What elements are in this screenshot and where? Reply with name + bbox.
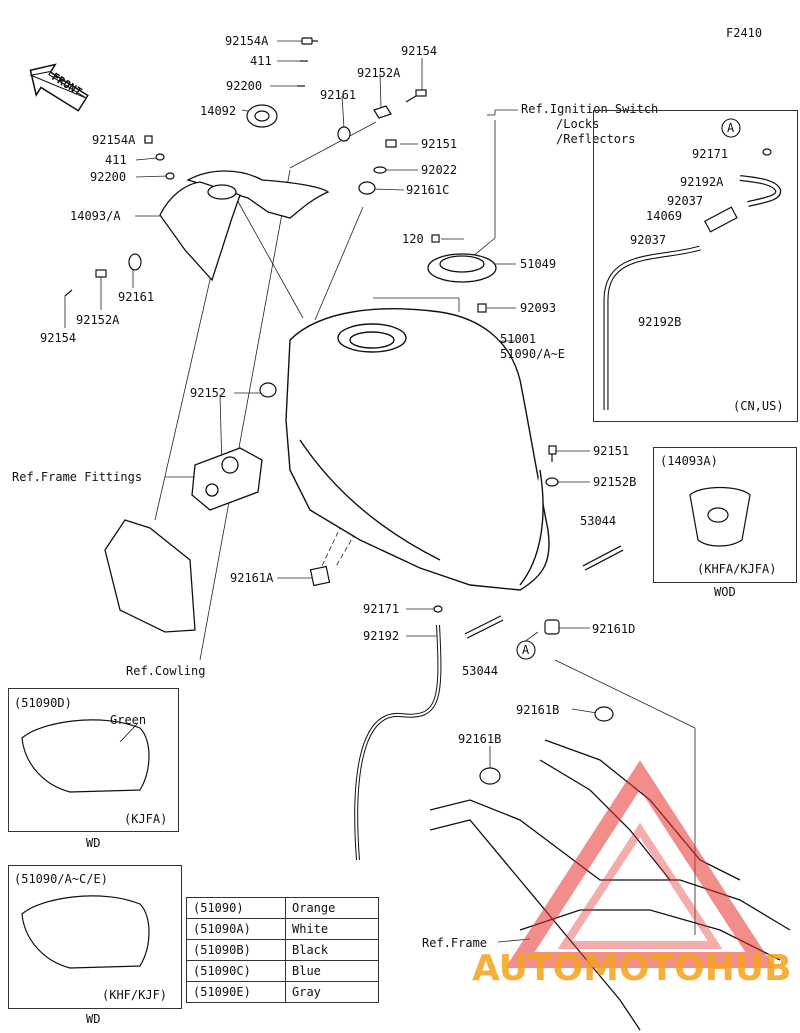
color-table-row: (51090B)Black [186, 939, 379, 961]
figure-code: F2410 [726, 26, 763, 40]
wod-model: (KHFA/KJFA) [697, 562, 777, 576]
part-92151-mid: 92151 [593, 444, 630, 458]
color-table-color: White [285, 918, 379, 940]
color-code-table: (51090)Orange(51090A)White(51090B)Black(… [186, 897, 379, 1003]
part-92154a-left: 92154A [92, 133, 136, 147]
hose-part-92037-b: 92037 [630, 233, 667, 247]
part-14093a: 14093/A [70, 209, 121, 223]
wd2-caption: WD [86, 1012, 101, 1026]
marker-a-main: A [522, 643, 530, 657]
part-92200-top: 92200 [226, 79, 263, 93]
color-table-row: (51090C)Blue [186, 960, 379, 982]
ref-ignition-switch: Ref.Ignition Switch [521, 102, 659, 116]
color-table-row: (51090)Orange [186, 897, 379, 919]
part-92151-top: 92151 [421, 137, 458, 151]
color-table-color: Orange [285, 897, 379, 919]
wd2-model: (KHF/KJF) [102, 988, 168, 1002]
tank-cover-outline [159, 170, 330, 282]
color-table-code: (51090C) [186, 960, 286, 982]
wd1-title: (51090D) [14, 696, 72, 710]
part-51049: 51049 [520, 257, 557, 271]
wd1-caption: WD [86, 836, 101, 850]
part-120: 120 [402, 232, 424, 246]
color-table-color: Gray [285, 981, 379, 1003]
part-92154a-top: 92154A [225, 34, 269, 48]
watermark-text: AUTOMOTOHUB [472, 948, 792, 989]
hose-part-92171: 92171 [692, 147, 729, 161]
part-92161d: 92161D [592, 622, 636, 636]
part-92161-top: 92161 [320, 88, 357, 102]
ref-cowling: Ref.Cowling [126, 664, 206, 678]
color-table-code: (51090) [186, 897, 286, 919]
ref-reflectors: /Reflectors [556, 132, 636, 146]
hose-part-14069: 14069 [646, 209, 683, 223]
part-92161a: 92161A [230, 571, 274, 585]
frame-fitting-outline [191, 447, 263, 511]
part-14092: 14092 [200, 104, 237, 118]
part-92154-top: 92154 [401, 44, 438, 58]
hose-part-92037-a: 92037 [667, 194, 704, 208]
part-53044-right: 53044 [580, 514, 617, 528]
part-51001: 51001 [500, 332, 537, 346]
part-92152b: 92152B [593, 475, 637, 489]
part-411-top: 411 [250, 54, 272, 68]
hose-box-region: (CN,US) [733, 399, 784, 413]
color-table-code: (51090B) [186, 939, 286, 961]
part-53044-mid: 53044 [462, 664, 499, 678]
wod-title: (14093A) [660, 454, 718, 468]
part-92171-mid: 92171 [363, 602, 400, 616]
ref-frame-fittings: Ref.Frame Fittings [12, 470, 143, 484]
color-table-color: Blue [285, 960, 379, 982]
part-92200-left: 92200 [90, 170, 127, 184]
color-table-color: Black [285, 939, 379, 961]
wd-tank-outline [21, 719, 150, 969]
ref-locks: /Locks [556, 117, 600, 131]
color-table-row: (51090E)Gray [186, 981, 379, 1003]
color-table-row: (51090A)White [186, 918, 379, 940]
part-92152a-left: 92152A [76, 313, 120, 327]
part-92093: 92093 [520, 301, 557, 315]
wd1-model: (KJFA) [124, 812, 168, 826]
cowling-outline [104, 519, 196, 633]
hose-part-92192a: 92192A [680, 175, 724, 189]
part-92154-left: 92154 [40, 331, 77, 345]
part-92192: 92192 [363, 629, 400, 643]
leader-lines [64, 40, 696, 943]
wd2-title: (51090/A~C/E) [14, 872, 108, 886]
part-92152: 92152 [190, 386, 227, 400]
ref-frame: Ref.Frame [422, 936, 488, 950]
hose-box-parts [603, 148, 782, 410]
color-table-code: (51090E) [186, 981, 286, 1003]
part-92161b-right: 92161B [516, 703, 560, 717]
part-92152a-top: 92152A [357, 66, 401, 80]
hose-part-92192b: 92192B [638, 315, 682, 329]
part-92161b-left: 92161B [458, 732, 502, 746]
wod-inset-box [653, 447, 797, 583]
wd-inset-box-1 [8, 688, 179, 832]
wd1-color-note: Green [110, 713, 147, 727]
hose-detail-box [593, 110, 798, 422]
filler-cap-outline [427, 253, 497, 283]
front-arrow-icon [29, 63, 89, 112]
color-table-code: (51090A) [186, 918, 286, 940]
fuel-tank-outline [285, 308, 550, 591]
wod-caption: WOD [714, 585, 736, 599]
wod-cover-outline [689, 486, 751, 547]
hose-92192 [354, 624, 442, 861]
part-51090: 51090/A~E [500, 347, 566, 361]
part-92022: 92022 [421, 163, 458, 177]
hose-box-marker-a: A [727, 121, 735, 135]
part-92161c: 92161C [406, 183, 450, 197]
part-92161-left: 92161 [118, 290, 155, 304]
fastener-icons [64, 37, 614, 785]
wd-inset-box-2 [8, 865, 182, 1009]
part-411-left: 411 [105, 153, 127, 167]
